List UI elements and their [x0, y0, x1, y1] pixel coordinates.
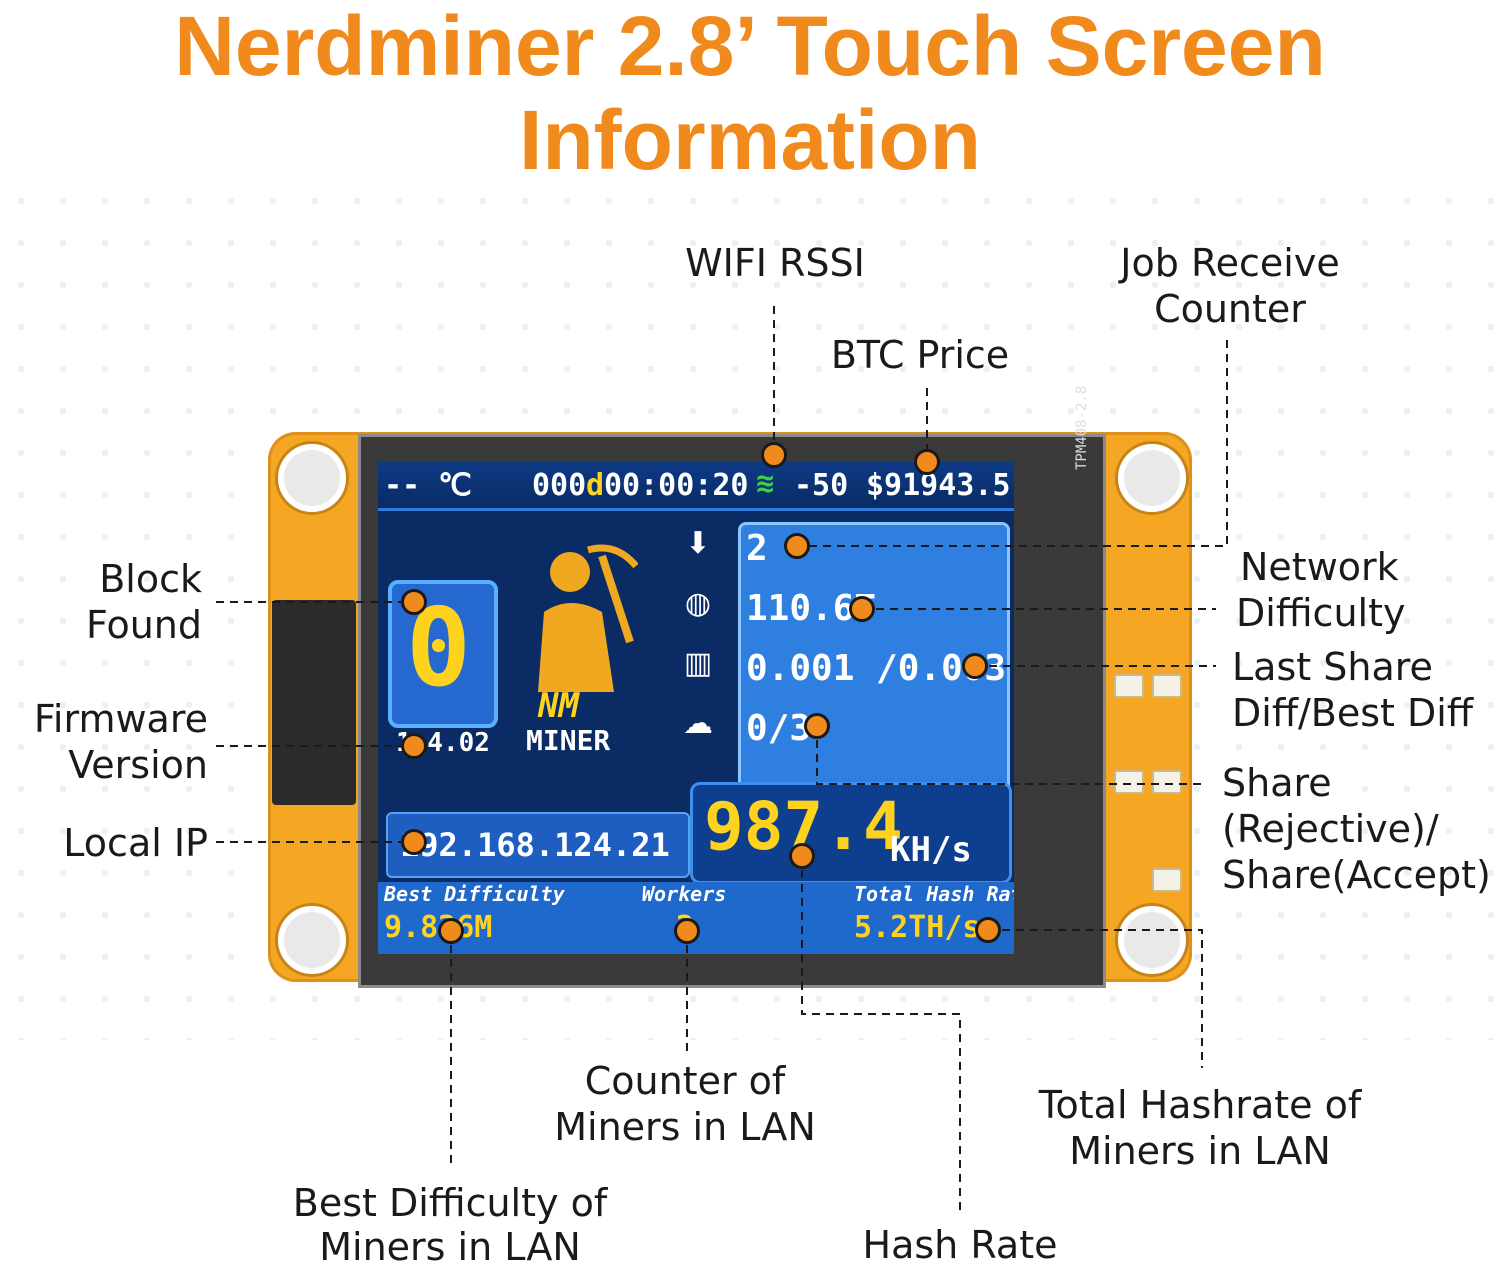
- label-block-found-2: Found: [85, 603, 202, 647]
- label-best-diff-1: Best Difficulty of: [292, 1181, 608, 1225]
- callout-dot-firmware: [401, 733, 427, 759]
- lcd-screen[interactable]: -- ℃ 000 d 00:00:20 ≋ -50 $91943.5 0 1.4…: [378, 462, 1014, 954]
- callout-dot-block: [401, 589, 427, 615]
- smd-component: [1152, 868, 1182, 892]
- total-hash-value: 5.2TH/s: [854, 910, 981, 945]
- label-job-counter-2: Counter: [1154, 287, 1306, 331]
- uptime-time: 00:00:20: [604, 468, 749, 503]
- label-share-2: (Rejective)/: [1222, 807, 1439, 851]
- label-total-hashrate-1: Total Hashrate of: [1038, 1083, 1362, 1127]
- label-hash-rate: Hash Rate: [862, 1223, 1058, 1267]
- flex-connector: [272, 600, 356, 805]
- mount-hole-icon: [278, 444, 346, 512]
- workers-label: Workers: [642, 882, 727, 906]
- temperature: -- ℃: [384, 468, 472, 503]
- label-last-share-1: Last Share: [1232, 645, 1433, 689]
- callout-dot-totalhash: [975, 917, 1001, 943]
- page-title-line2: Information: [519, 93, 981, 187]
- uptime-d: d: [586, 468, 605, 503]
- mount-hole-icon: [278, 906, 346, 974]
- wifi-icon: ≋: [756, 466, 775, 501]
- hashrate-unit: KH/s: [890, 830, 972, 870]
- label-block-found-1: Block: [99, 557, 202, 601]
- callout-dot-network: [849, 596, 875, 622]
- callout-dot-share: [804, 713, 830, 739]
- label-counter-miners-1: Counter of: [584, 1059, 786, 1103]
- label-counter-miners-2: Miners in LAN: [554, 1105, 816, 1149]
- label-btc-price: BTC Price: [830, 333, 1010, 377]
- model-label: TPM408-2.8: [1074, 385, 1090, 470]
- best-difficulty-label: Best Difficulty: [384, 882, 565, 906]
- label-best-diff-2: Miners in LAN: [319, 1225, 581, 1269]
- label-network-diff-2: Difficulty: [1236, 591, 1406, 635]
- bar-chart-icon: ▥: [683, 646, 713, 681]
- callout-dot-bestdiff: [438, 918, 464, 944]
- label-share-3: Share(Accept): [1222, 853, 1491, 897]
- smd-component: [1114, 674, 1144, 698]
- logo-miner: MINER: [526, 724, 611, 757]
- callout-dot-hashrate: [789, 843, 815, 869]
- callout-dot-wifi: [761, 442, 787, 468]
- label-job-counter-1: Job Receive: [1120, 241, 1340, 285]
- page-title-line1: Nerdminer 2.8’ Touch Screen: [174, 0, 1326, 93]
- callout-dot-lastshare: [962, 653, 988, 679]
- smd-component: [1114, 770, 1144, 794]
- miner-logo: [518, 542, 639, 692]
- label-firmware-1: Firmware: [33, 697, 208, 741]
- rssi-value: -50: [794, 468, 849, 503]
- label-local-ip: Local IP: [63, 821, 208, 865]
- uptime-days: 000: [532, 468, 587, 503]
- callout-dot-job: [784, 533, 810, 559]
- job-counter-value: 2: [746, 528, 768, 569]
- cloud-upload-icon: ☁: [683, 706, 713, 741]
- callout-dot-btc: [914, 449, 940, 475]
- label-network-diff-1: Network: [1240, 545, 1399, 589]
- label-wifi-rssi: WIFI RSSI: [685, 241, 865, 285]
- shares-value: 0/3: [746, 708, 812, 749]
- btc-price-value: $91943.5: [866, 468, 1011, 503]
- mount-hole-icon: [1118, 906, 1186, 974]
- total-hash-label: Total Hash Rate: [854, 882, 1014, 906]
- local-ip-value: 192.168.124.21: [400, 826, 670, 864]
- smd-component: [1152, 770, 1182, 794]
- logo-nm: NM: [538, 686, 579, 726]
- smd-component: [1152, 674, 1182, 698]
- label-total-hashrate-2: Miners in LAN: [1069, 1129, 1331, 1173]
- label-last-share-2: Diff/Best Diff: [1232, 691, 1474, 735]
- ip-panel: [386, 812, 690, 878]
- label-share-1: Share: [1222, 761, 1332, 805]
- download-icon: ⬇: [685, 526, 711, 561]
- label-firmware-2: Version: [68, 743, 208, 787]
- callout-dot-workers: [674, 918, 700, 944]
- callout-dot-ip: [401, 829, 427, 855]
- globe-icon: ◍: [684, 586, 712, 621]
- mount-hole-icon: [1118, 444, 1186, 512]
